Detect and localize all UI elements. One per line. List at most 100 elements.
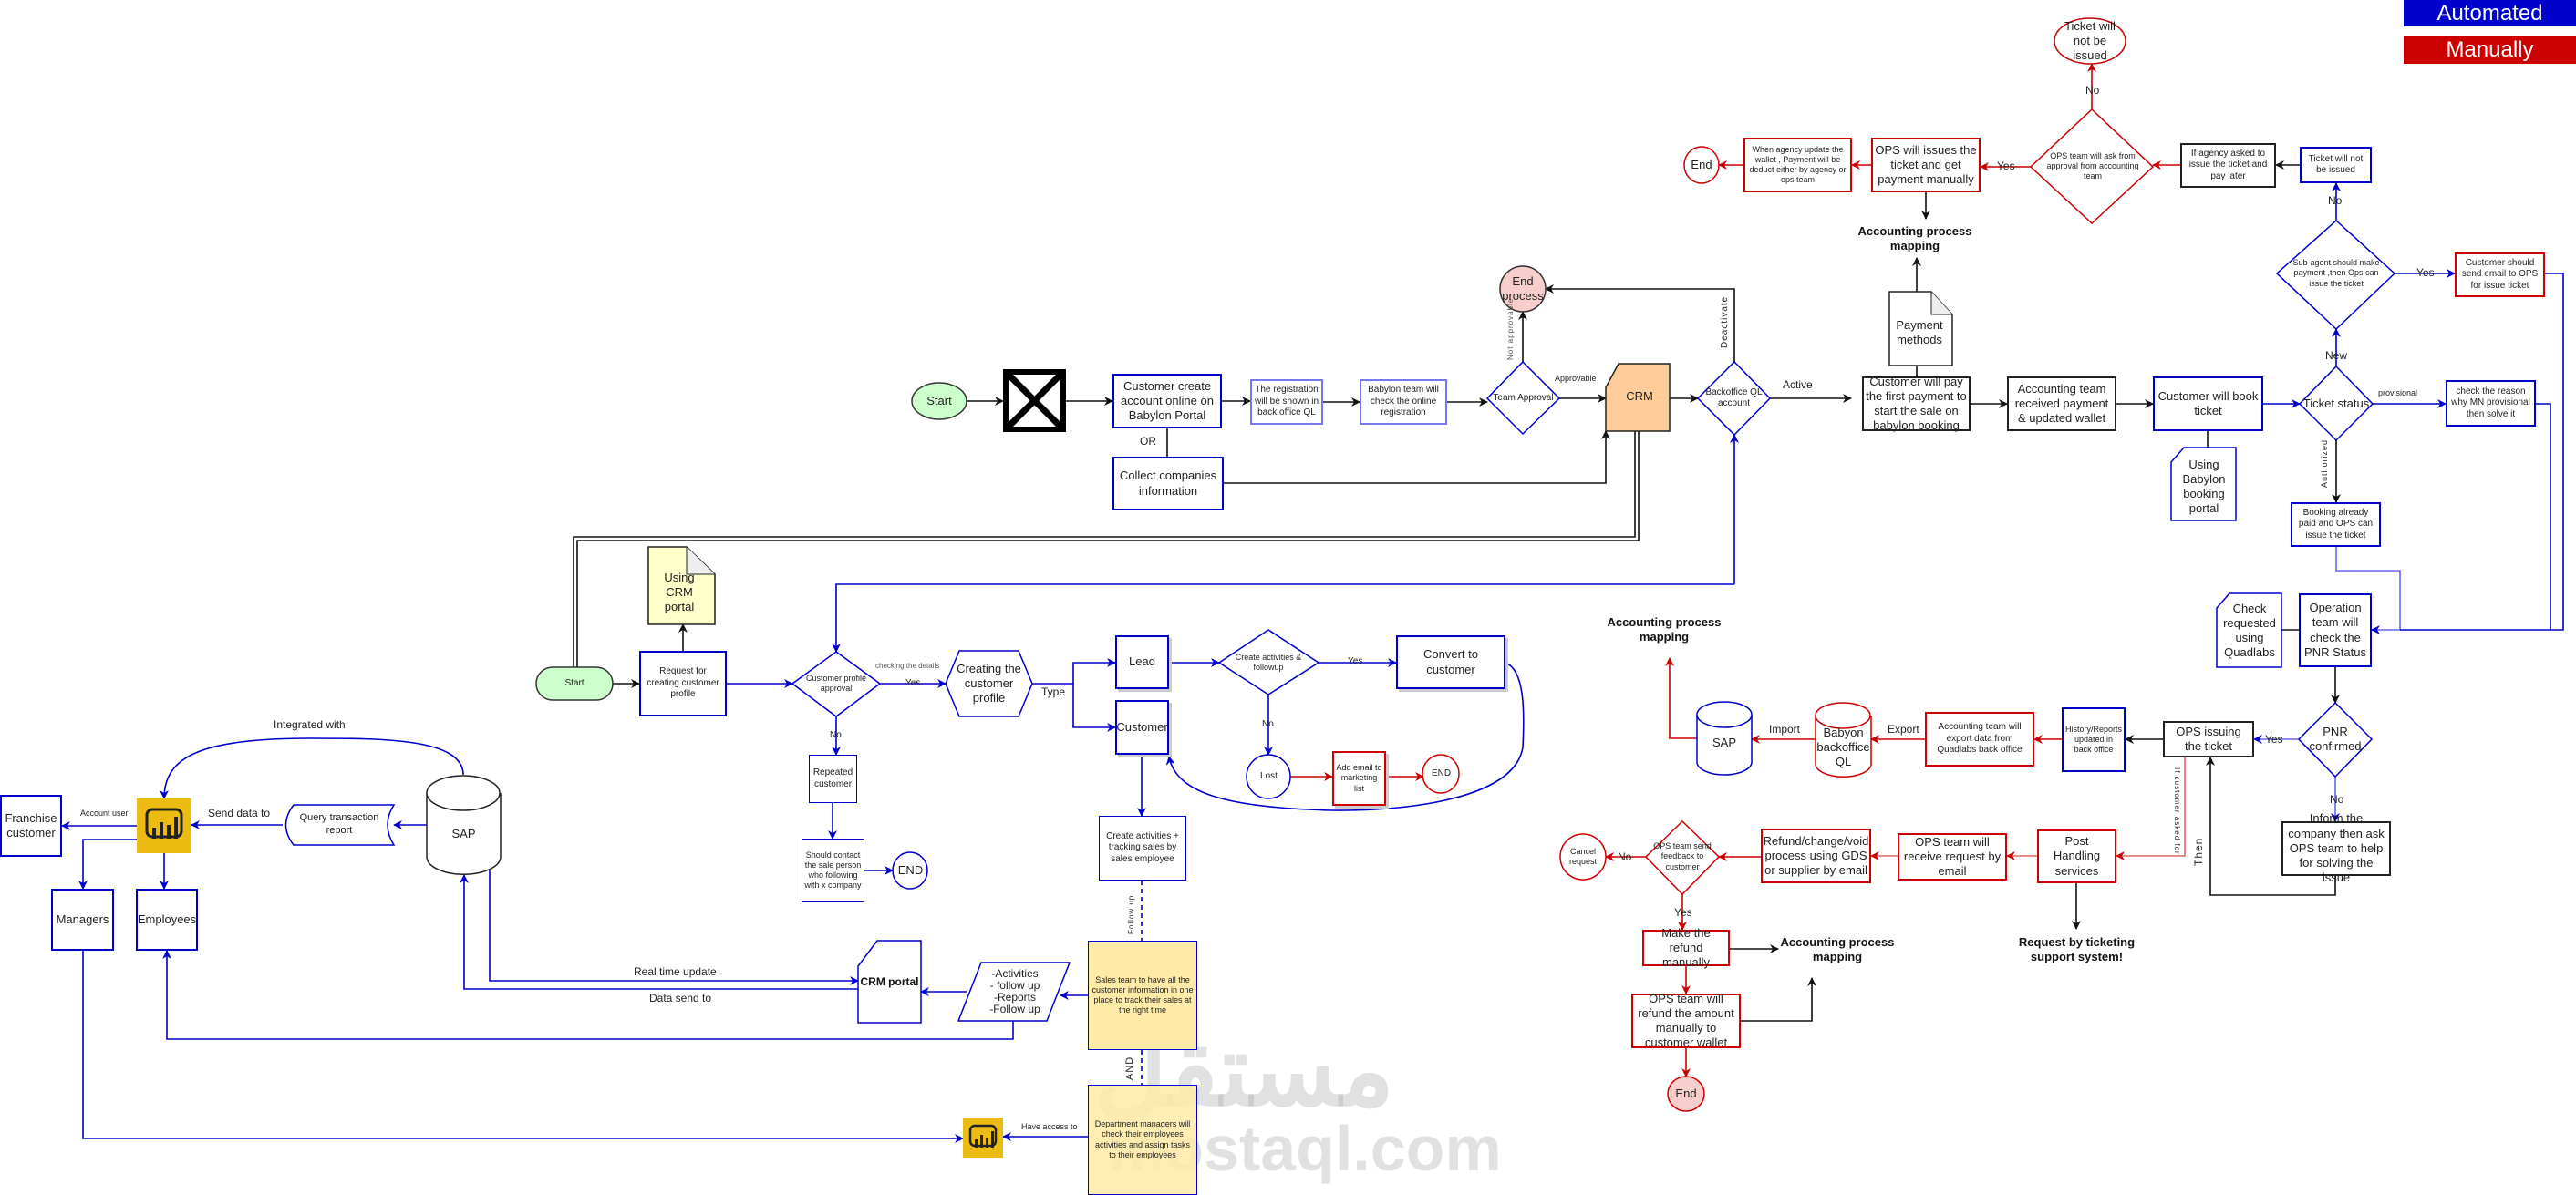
start-terminal-top [911, 382, 967, 420]
using-babylon-card [2170, 447, 2237, 521]
if-customer-asked-label: If customer asked for [2173, 767, 2181, 855]
ticket-not-issued-box: Ticket will not be issued [2300, 147, 2372, 183]
approvable-label: Approvable [1555, 374, 1597, 383]
post-handling-box: Post Handling services [2037, 829, 2116, 883]
create-tracking-box: Create activities + tracking sales by sa… [1099, 816, 1186, 881]
agency-update-box: When agency update the wallet , Payment … [1743, 138, 1852, 192]
cancel-request-circle [1559, 833, 1607, 881]
power-bi-icon-bottom [963, 1118, 1003, 1158]
real-time-update-label: Real time update [634, 965, 717, 978]
activities-item: -Reports [993, 991, 1036, 1004]
backoffice-diamond [1696, 360, 1772, 437]
repeated-customer-box: Repeated customer [809, 755, 857, 803]
managers-box: Managers [51, 889, 114, 951]
lost-label: Lost [1260, 770, 1278, 781]
blocked-box-icon [1003, 369, 1066, 432]
feedback-diamond [1644, 819, 1721, 896]
ticket-not-issued-circle [2054, 17, 2126, 65]
add-email-box: Add email to marketing list [1332, 751, 1386, 806]
registration-shown: The registration will be shown in back o… [1250, 379, 1323, 425]
no-label-subagent: No [2328, 194, 2343, 207]
booking-paid-box: Booking already paid and OPS can issue t… [2291, 502, 2381, 547]
lead-box: Lead [1115, 635, 1169, 689]
export-label: Export [1888, 723, 1919, 736]
cancel-request-label: Cancel request [1568, 846, 1598, 866]
end-label-marketing: END [1431, 767, 1452, 778]
inform-company-box: Inform the company then ask OPS team to … [2281, 811, 2391, 884]
checking-details-label: checking the details [875, 662, 940, 670]
ops-approval-label: OPS team will ask from approval from acc… [2046, 150, 2139, 181]
creating-profile-label: Creating the customer profile [957, 661, 1021, 706]
provisional-label: provisional [2378, 388, 2418, 397]
end-circle-contact [892, 851, 928, 890]
ops-refund-box: OPS team will refund the amount manually… [1631, 992, 1741, 1049]
ops-issue-manual-box: OPS will issues the ticket and get payme… [1871, 138, 1981, 192]
should-contact-box: Should contact the sale person who follo… [802, 839, 864, 902]
legend-automated: Automated [2404, 0, 2576, 26]
data-send-to-label: Data send to [649, 992, 712, 1004]
accounting-mapping-bottom: Accounting process mapping [1780, 934, 1895, 963]
customer-box: Customer [1115, 700, 1169, 755]
check-quadlabs-label: Check requested using Quadlabs [2223, 601, 2276, 660]
operation-check-box: Operation team will check the PNR Status [2299, 593, 2372, 667]
payment-methods-label: Payment methods [1896, 317, 1943, 346]
ops-receive-box: OPS team will receive request by email [1898, 833, 2007, 881]
convert-customer-box: Convert to customer [1396, 635, 1505, 689]
end-label-refund: End [1675, 1086, 1697, 1100]
account-user-label: Account user [80, 809, 129, 818]
start-terminal-crm [535, 666, 614, 701]
make-refund-box: Make the refund manually [1642, 926, 1730, 969]
crm-card [1605, 363, 1671, 432]
yes-label-profile: Yes [905, 678, 921, 688]
onboarding-edges [573, 160, 2341, 1022]
end-process-circle [1499, 265, 1547, 313]
history-reports-box: History/Reports updated in back office [2062, 707, 2126, 772]
type-label: Type [1041, 685, 1066, 698]
shapes [137, 17, 2396, 1158]
request-profile-box: Request for creating customer profile [639, 651, 727, 716]
ticket-not-issued-circle-label: Ticket will not be issued [2064, 18, 2116, 63]
profile-approval-label: Customer profile approval [805, 673, 867, 693]
creating-profile-hexagon [945, 650, 1033, 717]
using-crm-label: Using CRM portal [664, 570, 695, 614]
and-label: AND [1124, 1056, 1135, 1080]
end-process-label: End process [1502, 273, 1544, 303]
power-bi-icon [137, 798, 191, 853]
dept-managers-box: Department managers will check their emp… [1088, 1085, 1197, 1195]
sap-cylinder-left [426, 775, 502, 875]
crm-label: CRM [1626, 388, 1653, 403]
sap-label-left: SAP [451, 826, 476, 840]
backoffice-label: Backoffice QL account [1705, 386, 1763, 409]
first-payment-box: Customer will pay the first payment to s… [1862, 375, 1971, 432]
then-label: Then [2192, 837, 2205, 866]
accounting-received-box: Accounting team received payment & updat… [2007, 376, 2116, 431]
check-reason-box: check the reason why MN provisional then… [2446, 380, 2536, 427]
no-label-approval: No [2085, 84, 2100, 97]
have-access-label: Have access to [1021, 1122, 1078, 1131]
customer-create-account: Customer create account online on Babylo… [1112, 374, 1222, 428]
babylon-team-check: Babylon team will check the online regis… [1360, 379, 1447, 425]
activities-parallelogram [957, 962, 1071, 1022]
yes-label-followup: Yes [1348, 656, 1363, 666]
subagent-label: Sub-agent should make payment ,then Ops … [2292, 258, 2380, 288]
subagent-diamond [2275, 219, 2396, 331]
end-circle-marketing [1422, 754, 1460, 794]
ops-issuing-box: OPS issuing the ticket [2163, 721, 2254, 757]
new-label: New [2325, 349, 2348, 362]
create-followup-diamond [1217, 629, 1320, 695]
send-data-label: Send data to [208, 807, 271, 819]
end-label-contact: END [897, 862, 924, 877]
start-label-crm: Start [564, 677, 585, 688]
active-label: Active [1783, 378, 1813, 391]
refund-process-box: Refund/change/void process using GDS or … [1761, 829, 1871, 883]
book-ticket-box: Customer will book ticket [2153, 376, 2263, 431]
import-label: Import [1769, 723, 1801, 736]
legend-manually: Manually [2404, 36, 2576, 64]
agency-asked-box: If agency asked to issue the ticket and … [2180, 143, 2276, 188]
profile-approval-diamond [791, 651, 882, 717]
no-label-pnr: No [2330, 793, 2344, 806]
collect-companies-info: Collect companies information [1112, 457, 1224, 510]
pnr-confirmed-label: PNR confirmed [2309, 724, 2362, 753]
babylon-ql-label: Babyon backoffice QL [1816, 725, 1870, 769]
